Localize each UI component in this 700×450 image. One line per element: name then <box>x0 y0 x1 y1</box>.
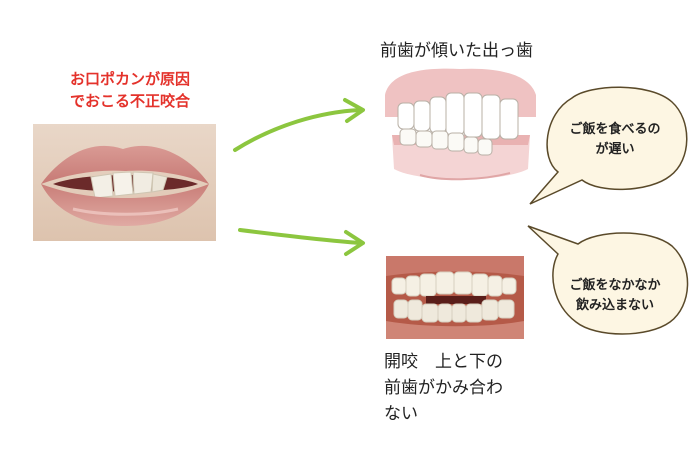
bottom-caption-line-3: ない <box>384 401 574 427</box>
left-caption: お口ポカンが原因 でおこる不正咬合 <box>30 68 230 112</box>
bubble-bottom-line-2: 飲み込まない <box>556 296 674 316</box>
left-caption-line-2: でおこる不正咬合 <box>30 90 230 112</box>
arrow-to-bottom-icon <box>240 230 363 254</box>
arrow-to-top-icon <box>235 100 363 150</box>
bubble-bottom-line-1: ご飯をなかなか <box>556 276 674 296</box>
top-title: 前歯が傾いた出っ歯 <box>380 36 533 61</box>
bubble-bottom-text: ご飯をなかなか 飲み込まない <box>556 276 674 316</box>
left-caption-line-1: お口ポカンが原因 <box>30 68 230 90</box>
bubble-top-line-2: が遅い <box>556 140 674 160</box>
bubble-top-line-1: ご飯を食べるの <box>556 120 674 140</box>
lips-illustration <box>33 124 216 241</box>
bubble-top-text: ご飯を食べるの が遅い <box>556 120 674 160</box>
